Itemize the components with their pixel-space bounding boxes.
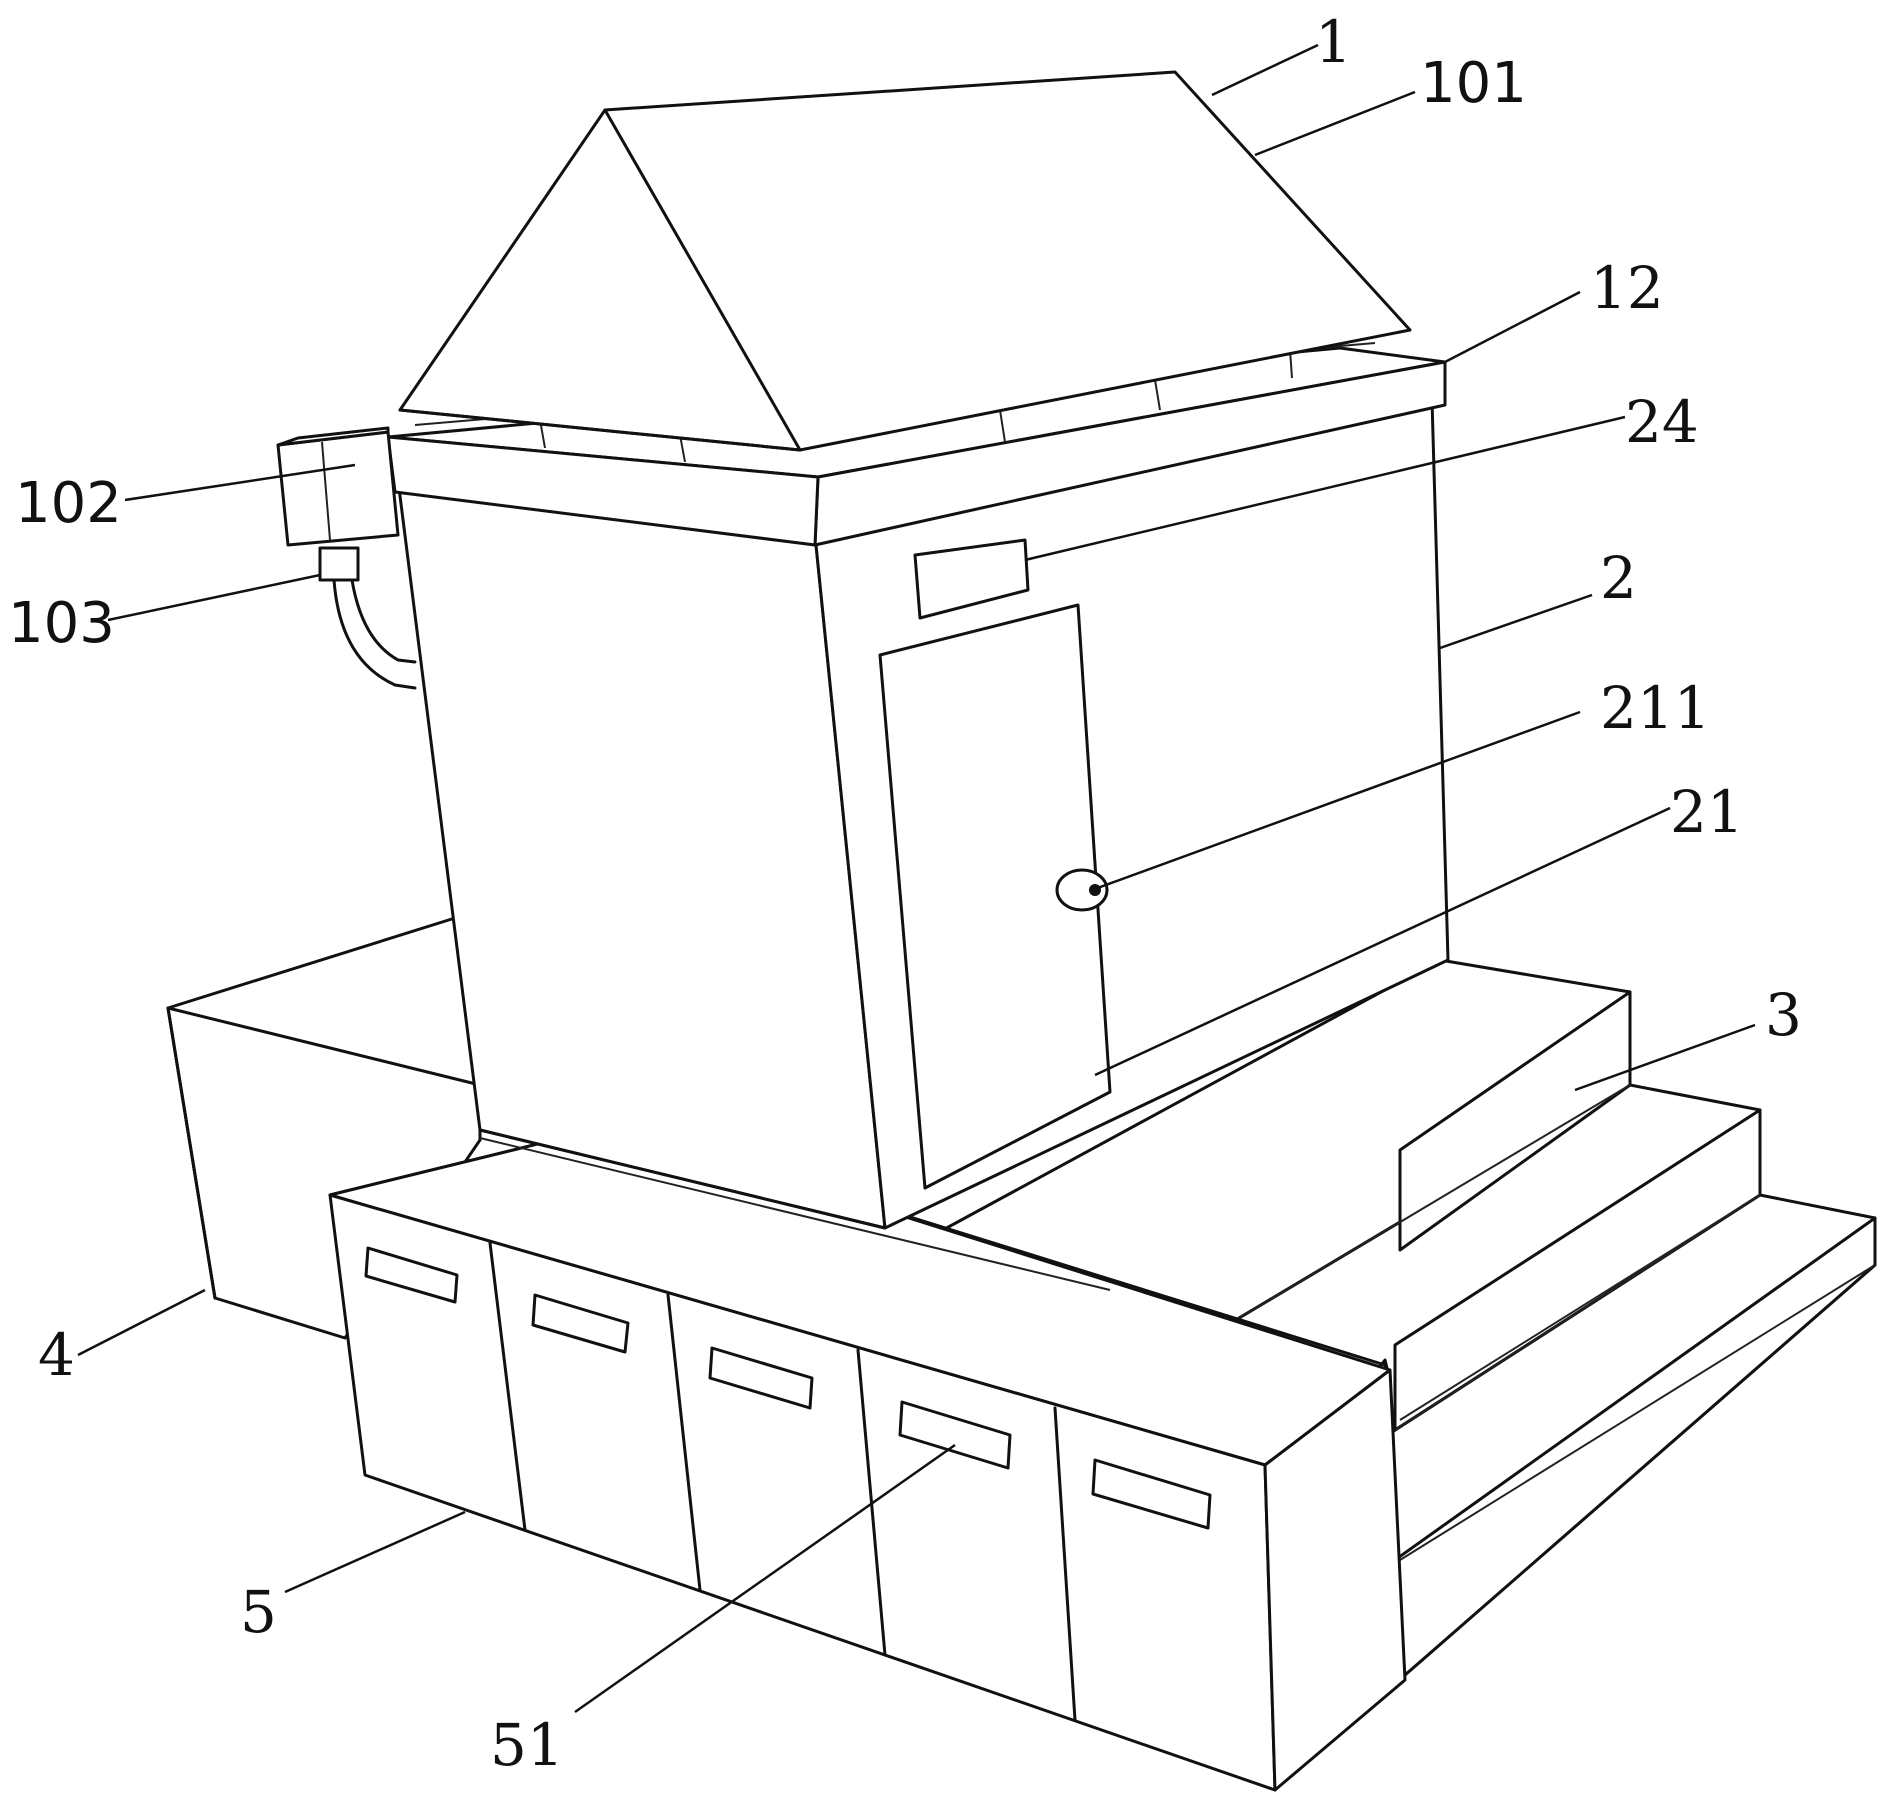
door-knob [1055,868,1109,912]
label-4: 4 [38,1321,75,1389]
roof [398,70,1412,452]
label-103: 103 [8,591,115,656]
labels: 1 101 102 103 12 24 2 211 21 3 4 5 51 [8,8,1802,1779]
drawer-slot-4 [898,1400,1012,1470]
drawer-slot-1 [364,1246,459,1304]
sign-plate [913,538,1030,620]
label-102: 102 [15,471,122,536]
drawer-slot-5 [1091,1458,1212,1530]
label-12: 12 [1590,254,1664,322]
side-box-unit [276,426,417,690]
drawer-slot-2 [531,1293,630,1354]
label-3: 3 [1765,981,1802,1049]
cabinet-body [396,398,1450,1291]
label-2: 2 [1600,544,1637,612]
front-base-block [328,1123,1407,1792]
label-21: 21 [1670,778,1744,846]
label-51: 51 [490,1711,564,1779]
drawer-slot-3 [708,1346,814,1410]
label-101: 101 [1420,51,1527,116]
label-1: 1 [1315,8,1352,76]
rear-base-block [166,916,482,1340]
label-5: 5 [240,1578,277,1646]
door [878,603,1112,1190]
pipe-fitting [318,546,360,582]
leader-lines [77,43,1756,1714]
label-211: 211 [1600,674,1711,742]
label-24: 24 [1625,388,1699,456]
